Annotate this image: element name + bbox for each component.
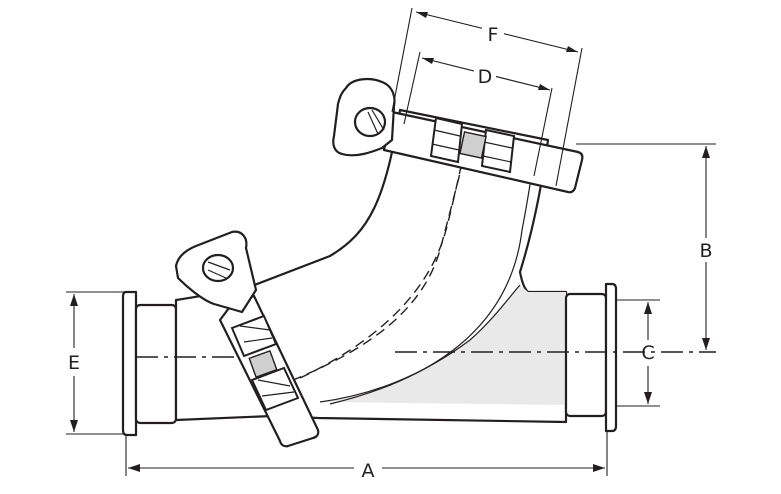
side-clamp — [174, 230, 320, 448]
dimension-f-arrow-right — [566, 46, 578, 52]
top-clamp-wing-hole — [353, 106, 387, 138]
body-lower-edge — [319, 284, 521, 403]
top-clamp-bolt-shank — [459, 131, 487, 159]
dimension-b-arrow-bottom — [702, 338, 710, 350]
dimension-c: C — [616, 299, 660, 407]
dimension-d: D — [403, 51, 553, 177]
dimension-c-extensions — [616, 299, 660, 407]
top-clamp — [332, 78, 584, 194]
dimension-f-arrow-left — [416, 12, 428, 18]
right-ferrule-flange — [604, 282, 618, 433]
dimension-b-arrow-top — [702, 146, 710, 158]
dimension-b: B — [576, 143, 716, 350]
left-ferrule-neck — [134, 303, 178, 425]
dimension-c-arrow-bottom — [644, 392, 652, 404]
dimension-e-label: E — [68, 352, 80, 374]
left-ferrule-flange — [121, 290, 138, 437]
dimension-d-label: D — [478, 66, 493, 88]
dimension-d-arrow-left — [422, 58, 434, 64]
dimension-f: F — [391, 7, 583, 187]
dimension-f-label: F — [488, 24, 499, 46]
side-clamp-nut-lower — [250, 366, 300, 412]
dimension-a: A — [125, 432, 608, 482]
dimension-b-label: B — [699, 240, 712, 262]
main-body-shading — [320, 285, 566, 405]
dimension-f-extension-left — [391, 7, 413, 113]
dimension-c-label: C — [641, 342, 654, 364]
side-clamp-wing-hole — [201, 253, 235, 283]
dimension-a-label: A — [362, 460, 375, 482]
dimension-c-arrow-top — [644, 302, 652, 314]
dimension-d-arrow-right — [538, 84, 550, 90]
dimension-a-arrow-right — [593, 464, 605, 472]
right-ferrule-neck — [564, 292, 608, 418]
dimension-e-arrow-top — [70, 294, 78, 306]
dimension-e-extensions — [66, 291, 124, 435]
top-clamp-nut-left — [429, 116, 464, 164]
top-clamp-wing-slot — [367, 109, 385, 135]
dimension-d-extension-right — [533, 87, 553, 177]
side-clamp-bolt-shank — [248, 349, 278, 379]
dimension-f-extension-right — [555, 47, 583, 187]
screen-hidden-line-outer — [261, 134, 471, 393]
dimension-a-extensions — [125, 432, 608, 476]
dimension-d-extension-left — [403, 51, 421, 125]
dimension-a-arrow-left — [128, 464, 140, 472]
main-centerline — [136, 351, 716, 358]
dimension-e-arrow-bottom — [70, 420, 78, 432]
screen-hidden-line-inner — [299, 144, 467, 379]
dimension-e: E — [66, 291, 124, 435]
